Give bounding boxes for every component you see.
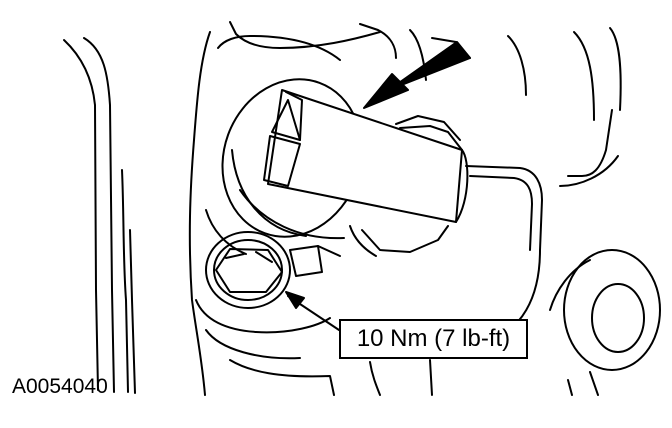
indicator-arrow <box>363 37 471 109</box>
retaining-bolt <box>205 231 291 309</box>
upper-housing-outline <box>188 21 622 396</box>
figure-id-label: A0054040 <box>12 375 108 398</box>
lower-casting-lines <box>195 245 433 396</box>
sensor-connector <box>263 89 469 257</box>
torque-spec-callout: 10 Nm (7 lb-ft) <box>339 319 528 359</box>
left-casting-lines <box>63 37 136 394</box>
torque-leader <box>285 291 340 331</box>
right-housing-lines <box>465 165 661 396</box>
